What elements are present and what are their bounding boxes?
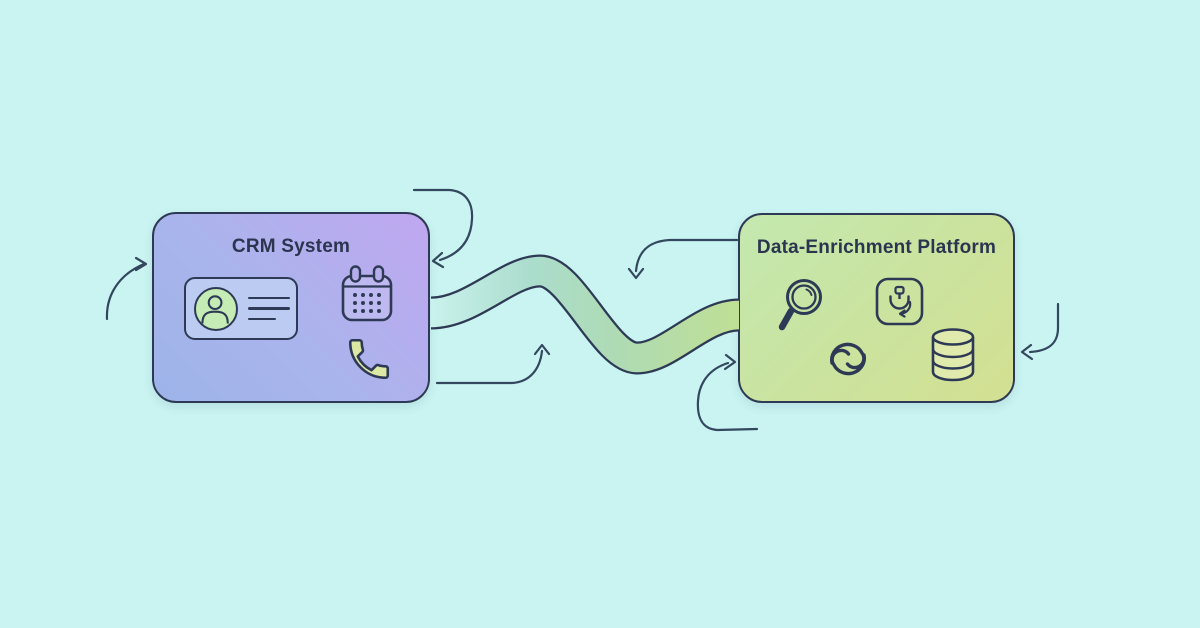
sync-icon [829, 342, 867, 376]
contact-card-icon [184, 277, 298, 340]
arrow-into-crm-left-edge [105, 256, 148, 321]
magnifier-icon [778, 279, 822, 331]
data-enrichment-node: Data-Enrichment Platform [738, 213, 1015, 403]
data-import-icon [875, 277, 924, 326]
calendar-icon [341, 265, 393, 322]
contact-card-text-lines [248, 296, 290, 321]
database-icon [931, 328, 975, 382]
crm-system-title: CRM System [231, 236, 351, 257]
arrow-into-enrich-right-edge [1020, 302, 1060, 361]
arrow-down-from-enrich-left [627, 238, 739, 280]
avatar-icon [194, 286, 238, 331]
data-enrichment-title: Data-Enrichment Platform [756, 237, 997, 258]
arrow-up-from-crm-bottom-right [435, 343, 551, 385]
phone-icon [348, 338, 390, 380]
crm-system-node: CRM System [152, 212, 430, 403]
person-icon [201, 294, 229, 324]
data-pipe-connector [429, 254, 741, 375]
